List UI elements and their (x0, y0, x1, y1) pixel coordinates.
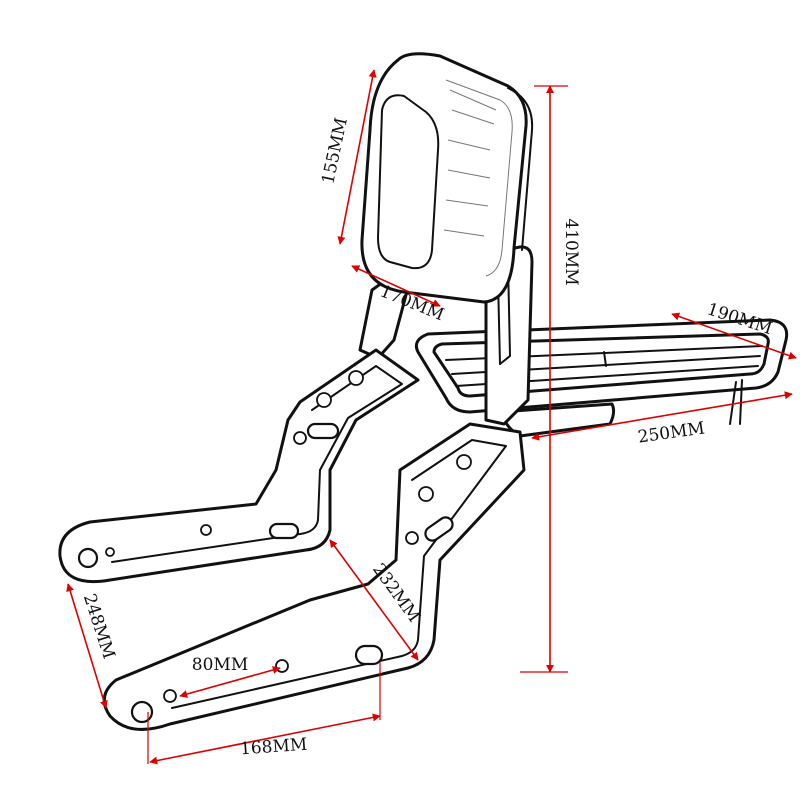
slot-hole-lower-2 (354, 644, 384, 666)
luggage-rack (414, 318, 789, 438)
label-total-height: 410MM (561, 218, 581, 285)
label-rack-length: 250MM (637, 418, 706, 447)
dim-pad-width-line (351, 265, 441, 307)
bolt-5 (418, 486, 434, 502)
slot-hole-upper-1 (306, 422, 340, 440)
dim-hole-spacing-long-line (149, 713, 381, 765)
label-hole-spacing-long: 168MM (239, 735, 307, 760)
bolt-10 (275, 659, 289, 673)
upper-side-plate (58, 348, 420, 584)
bolt-6 (405, 531, 419, 545)
hole-front-lower (130, 700, 154, 724)
hole-front-upper (77, 547, 99, 569)
dim-hole-spacing-short-line (179, 666, 281, 698)
bolt-2 (316, 392, 332, 408)
bolt-3 (293, 431, 307, 445)
dim-upright-line (329, 539, 419, 661)
label-hole-spacing-short: 80MM (192, 655, 248, 675)
label-plate-height: 248MM (79, 591, 119, 661)
bolt-8 (105, 547, 115, 557)
dim-rack-length-line (531, 391, 793, 441)
label-pad-height: 155MM (318, 116, 352, 186)
bolt-4 (456, 454, 472, 470)
dim-plate-height-line (66, 583, 108, 709)
dimension-lines (66, 69, 797, 765)
backrest-pad (360, 52, 534, 304)
bolt-1 (348, 370, 364, 386)
slot-hole-upper-2 (268, 522, 300, 540)
dim-rack-width-line (671, 312, 797, 360)
dim-pad-height-line (337, 69, 377, 245)
slot-hole-lower-1 (424, 516, 454, 542)
bolt-9 (163, 689, 177, 703)
bolt-7 (200, 524, 212, 536)
